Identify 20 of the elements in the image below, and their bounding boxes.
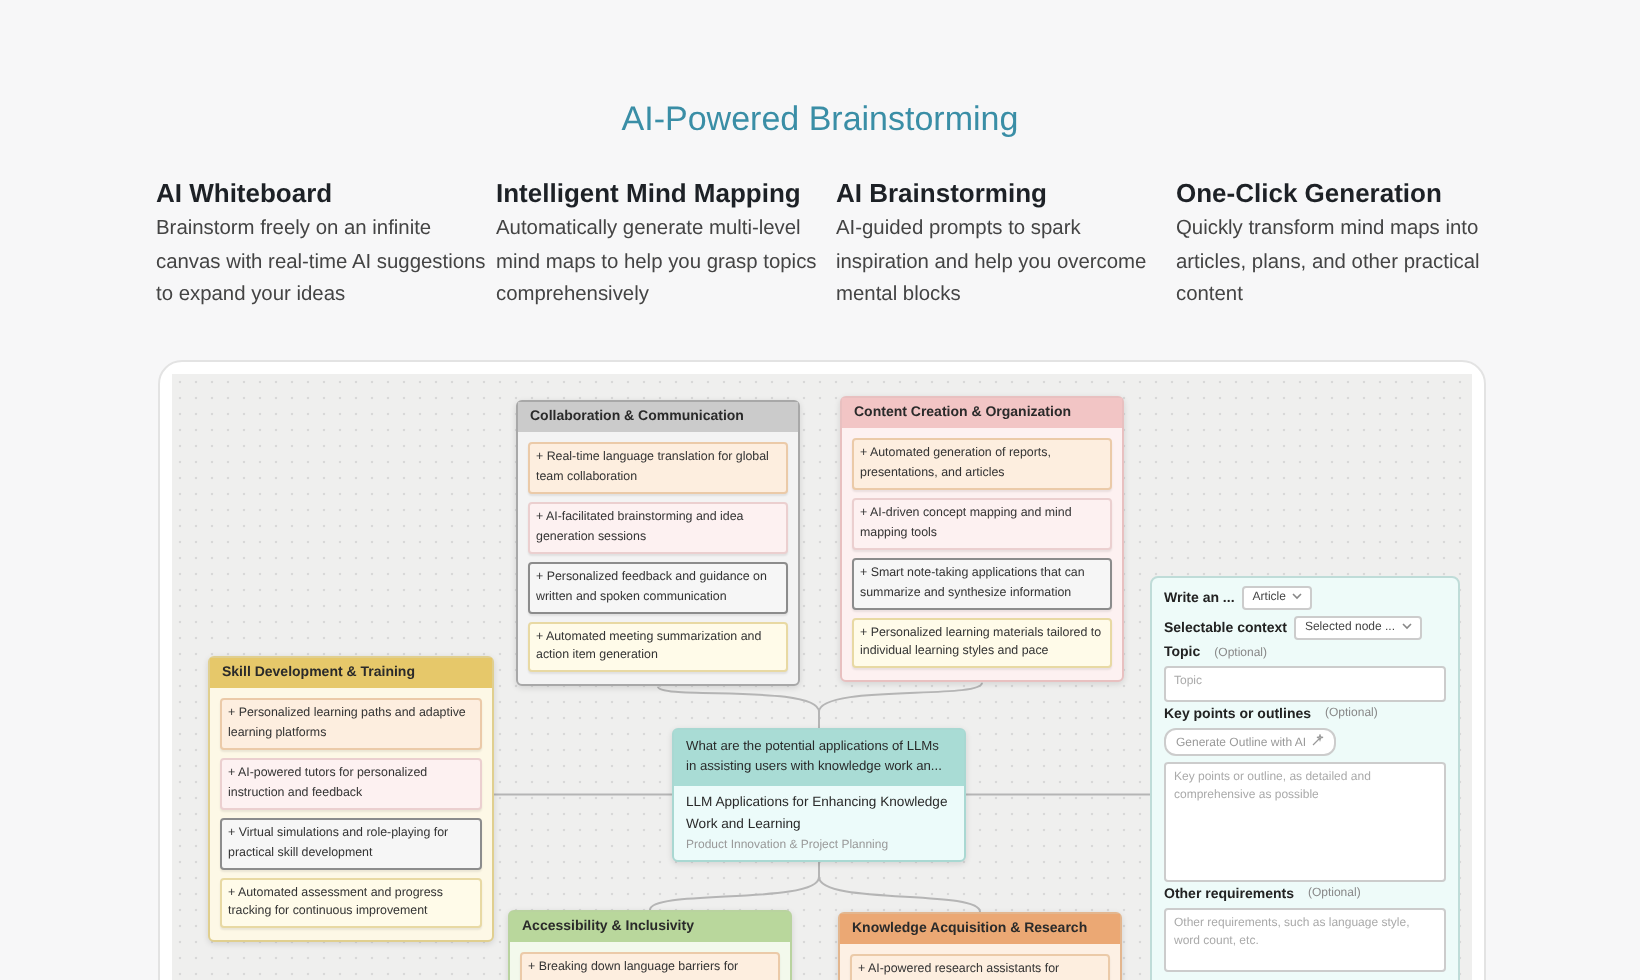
feature-description: AI-guided prompts to spark inspiration and help you overcome mental blocks xyxy=(836,216,1149,310)
connector-line xyxy=(493,793,673,796)
page-title: AI-Powered Brainstorming xyxy=(619,100,1021,140)
feature-description: Automatically generate multi-level mind maps to help you grasp topics comprehensively xyxy=(496,216,819,310)
feature-heading: Intelligent Mind Mapping xyxy=(496,178,803,208)
writing-form-panel xyxy=(1150,576,1460,980)
connector-line xyxy=(818,860,981,913)
category-card xyxy=(838,912,1122,980)
central-topic-card xyxy=(672,728,966,861)
feature-description: Quickly transform mind maps into articles, plans, and other practical content xyxy=(1176,216,1482,310)
feature-heading: AI Whiteboard xyxy=(156,178,335,208)
connector-line xyxy=(965,793,1151,796)
category-card xyxy=(840,396,1124,683)
category-card xyxy=(208,656,494,943)
category-card xyxy=(508,910,792,980)
feature-heading: One-Click Generation xyxy=(1176,178,1444,208)
category-card xyxy=(516,400,800,687)
connector-line xyxy=(818,681,983,729)
feature-heading: AI Brainstorming xyxy=(836,178,1049,208)
feature-description: Brainstorm freely on an infinite canvas with real-time AI suggestions to expand your ideas xyxy=(156,216,488,310)
